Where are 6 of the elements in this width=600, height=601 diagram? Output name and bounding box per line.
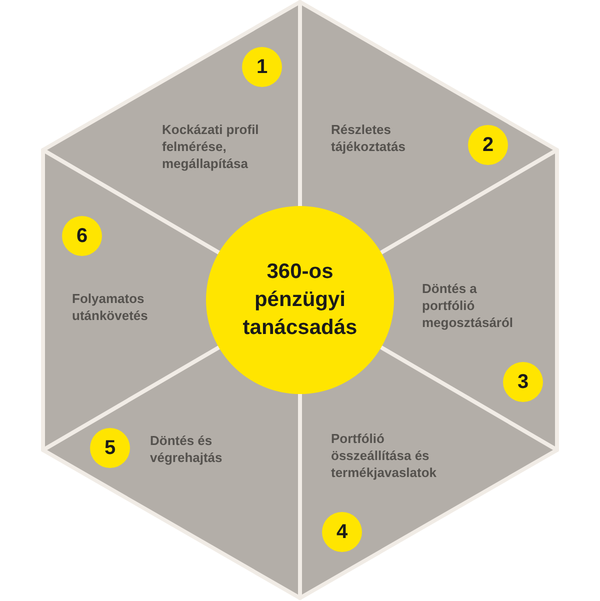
step-text: Részletes tájékoztatás [331,121,406,155]
step-text: Döntés és végrehajtás [150,432,224,466]
step-text: Portfólió összeállítása és termékjavaslatok [331,430,438,481]
step-text: Kockázati profil felmérése, megállapítása [162,121,260,172]
step-text: Folyamatos utánkövetés [72,290,149,324]
step-text: Döntés a portfólió megosztásáról [422,280,514,331]
